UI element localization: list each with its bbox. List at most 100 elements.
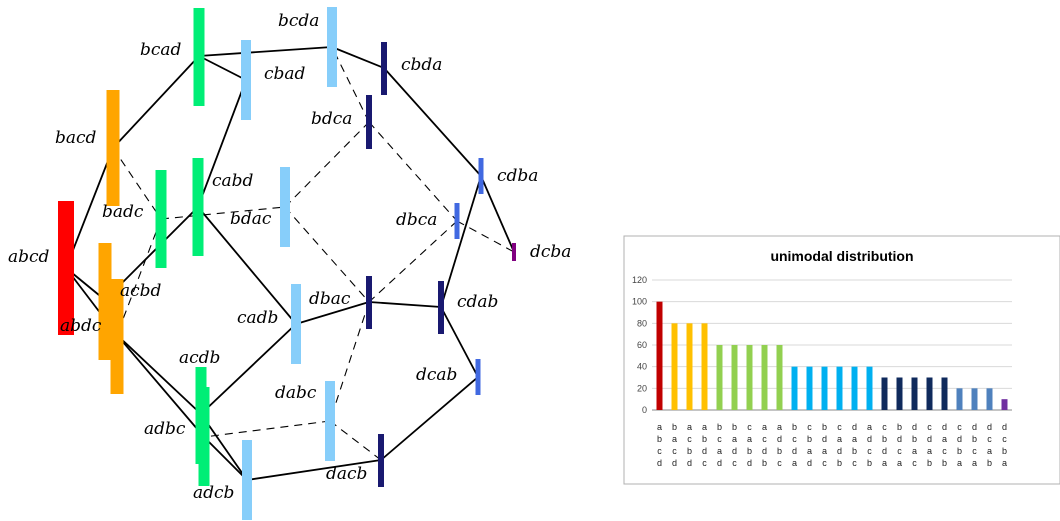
edge-dashed-dbca-dcba — [456, 220, 515, 253]
category-letter: b — [657, 434, 662, 444]
bar-cbda — [881, 377, 888, 410]
vertex-bar-dcba — [512, 243, 516, 261]
y-tick-label: 0 — [642, 405, 647, 415]
vertex-bar-abcd — [58, 201, 74, 335]
bar-bdca — [896, 377, 903, 410]
category-letter: b — [852, 446, 857, 456]
edge-cadb-acdb — [200, 323, 297, 415]
edge-cbda-cdba — [383, 67, 482, 177]
category-letter: b — [822, 422, 827, 432]
edge-dacb-dcab — [380, 376, 479, 461]
category-letter: d — [912, 422, 917, 432]
y-tick-label: 100 — [632, 297, 647, 307]
edge-dashed-badc-bdac — [160, 206, 286, 220]
category-letter: b — [687, 446, 692, 456]
edge-bacd-bcad — [112, 55, 200, 149]
category-letter: d — [732, 446, 737, 456]
category-letter: c — [672, 446, 677, 456]
category-letter: c — [807, 422, 812, 432]
vertex-bar-badc — [155, 170, 167, 268]
vertex-label-dcba: dcba — [530, 242, 571, 262]
category-letter: b — [717, 422, 722, 432]
category-letter: a — [702, 422, 707, 432]
category-letter: a — [897, 458, 902, 468]
vertex-label-cbda: cbda — [401, 55, 442, 75]
bar-bdac — [821, 366, 828, 410]
vertex-label-dbca: dbca — [396, 210, 437, 230]
category-letter: c — [732, 458, 737, 468]
category-letter: a — [762, 422, 767, 432]
category-letter: d — [702, 446, 707, 456]
edge-dashed-badc-abdc — [116, 218, 162, 336]
bar-dcab — [986, 388, 993, 410]
category-letter: a — [807, 446, 812, 456]
category-letter: b — [777, 446, 782, 456]
edge-bcad-bcda — [198, 46, 333, 57]
edge-adbc-adcb — [203, 436, 248, 481]
vertex-bar-cdba — [478, 158, 484, 194]
vertex-bar-dbca — [454, 203, 460, 239]
solid-edges — [65, 46, 515, 481]
bar-dcba — [1001, 399, 1008, 410]
category-letter: d — [882, 446, 887, 456]
category-letter: b — [792, 422, 797, 432]
category-letter: a — [882, 458, 887, 468]
edge-dashed-dbca-dbac — [368, 220, 458, 303]
bar-acdb — [761, 345, 768, 410]
bar-dabc — [851, 366, 858, 410]
edge-bcad-cbad — [198, 55, 247, 81]
category-letter: a — [912, 446, 917, 456]
edge-adcb-dacb — [246, 459, 382, 481]
vertex-bar-adcb — [242, 440, 252, 520]
vertex-label-cbad: cbad — [264, 64, 306, 84]
edge-cdba-dcba — [480, 175, 515, 253]
edge-cdba-cdab — [440, 175, 482, 308]
vertex-label-cabd: cabd — [212, 171, 254, 191]
chart-bars — [656, 301, 1008, 410]
vertex-bar-acbd — [98, 243, 112, 360]
category-letter: a — [822, 446, 827, 456]
edge-dbac-cadb — [295, 301, 370, 325]
category-letter: c — [987, 434, 992, 444]
vertex-bar-cbda — [381, 42, 387, 95]
y-tick-label: 120 — [632, 275, 647, 285]
edge-dashed-bdca-dbca — [368, 121, 458, 222]
category-letter: c — [942, 446, 947, 456]
bar-dbca — [971, 388, 978, 410]
category-letter: b — [942, 458, 947, 468]
edge-dashed-bdac-dbac — [284, 206, 370, 303]
bar-cdba — [956, 388, 963, 410]
vertex-label-dacb: dacb — [326, 464, 367, 484]
vertex-label-bacd: bacd — [55, 128, 97, 148]
vertex-label-bcda: bcda — [278, 11, 319, 31]
category-letter: b — [732, 422, 737, 432]
category-letter: a — [792, 458, 797, 468]
category-letter: d — [672, 458, 677, 468]
bar-dacb — [941, 377, 948, 410]
chart-category-labels: abcdbacdacbdabdcbcadbadccabdacdbadbcbcda… — [657, 422, 1007, 468]
category-letter: a — [927, 446, 932, 456]
category-letter: a — [837, 434, 842, 444]
vertex-bar-dabc — [325, 381, 335, 461]
category-letter: a — [672, 434, 677, 444]
edge-dashed-dbac-dabc — [329, 301, 370, 422]
category-letter: c — [1002, 434, 1007, 444]
y-tick-label: 40 — [637, 362, 647, 372]
vertex-bars — [58, 7, 516, 520]
vertex-label-acdb: acdb — [179, 348, 220, 368]
edge-cabd-cbad — [197, 79, 247, 208]
vertex-label-adcb: adcb — [193, 483, 234, 503]
category-letter: a — [852, 434, 857, 444]
category-letter: c — [687, 434, 692, 444]
category-letter: d — [927, 434, 932, 444]
category-letter: d — [762, 446, 767, 456]
bar-bacd — [671, 323, 678, 410]
vertex-bar-bdac — [280, 167, 290, 247]
vertex-bar-cadb — [291, 284, 301, 364]
category-letter: d — [717, 458, 722, 468]
category-letter: b — [702, 434, 707, 444]
category-letter: d — [957, 434, 962, 444]
chart-title: unimodal distribution — [770, 248, 913, 264]
